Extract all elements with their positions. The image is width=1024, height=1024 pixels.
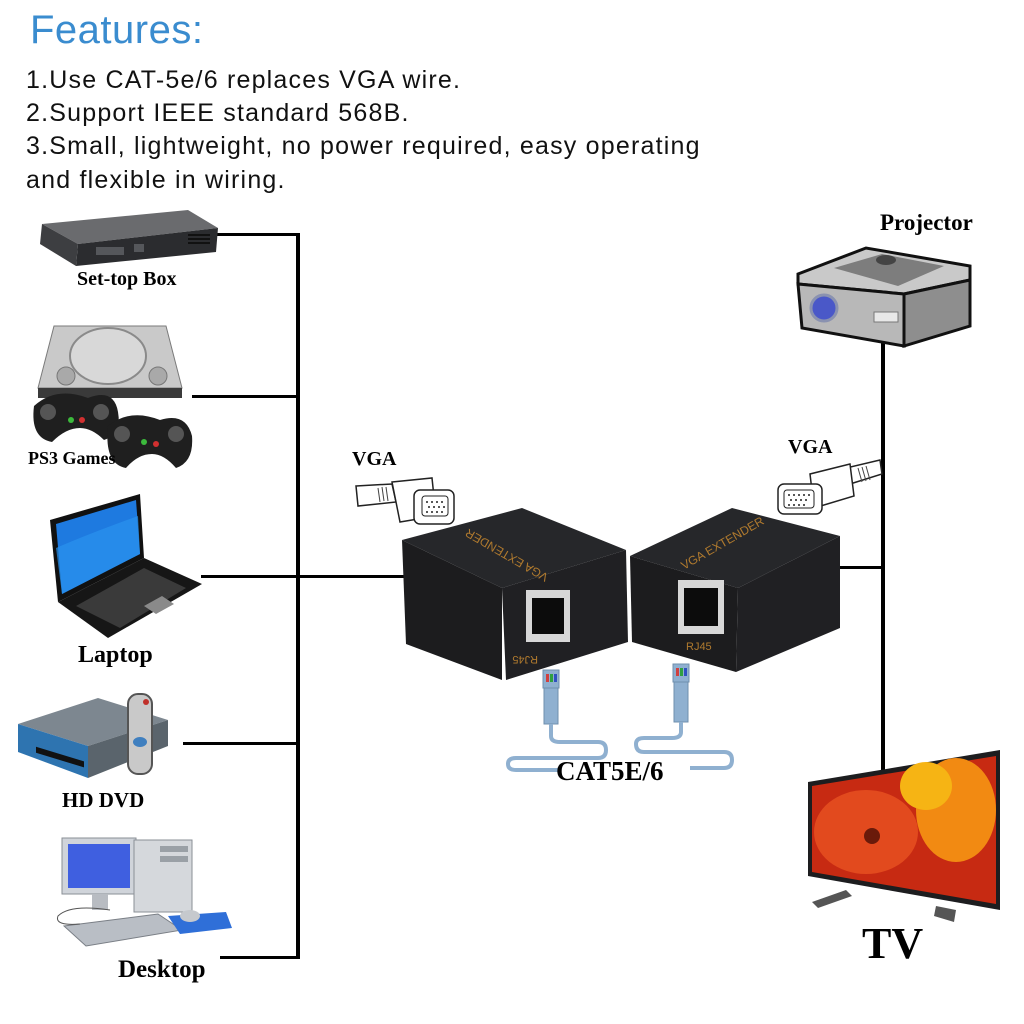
feature-item: and flexible in wiring.	[26, 166, 286, 194]
set-top-box-icon	[40, 210, 218, 266]
feature-item: 2.Support IEEE standard 568B.	[26, 99, 410, 127]
receiver-connector	[838, 566, 885, 569]
laptop-connector	[201, 575, 406, 578]
receiver-device: RJ45 VGA EXTENDER	[630, 508, 840, 672]
receiver-vga-label: VGA	[788, 436, 833, 458]
output-label-tv: TV	[862, 919, 924, 968]
network-cable-icon	[505, 663, 735, 772]
laptop-icon	[50, 494, 202, 638]
set-top-box-connector	[217, 233, 300, 236]
feature-item: 3.Small, lightweight, no power required,…	[26, 132, 701, 160]
desktop-computer-icon	[56, 837, 232, 947]
ps3-connector	[192, 395, 300, 398]
source-label-desktop: Desktop	[118, 956, 206, 983]
tv-icon	[808, 750, 1000, 922]
transmitter-vga-label: VGA	[352, 448, 397, 470]
right-bus-line	[881, 338, 885, 770]
vga-connector-icon	[777, 459, 883, 515]
cable-label: CAT5E/6	[556, 756, 664, 786]
projector-icon	[796, 246, 972, 349]
desktop-connector	[220, 956, 300, 959]
left-bus-line	[296, 233, 300, 959]
transmitter-port-label: RJ45	[512, 653, 538, 665]
source-label-laptop: Laptop	[78, 642, 153, 668]
source-label-ps3-games: PS3 Games	[28, 448, 116, 468]
output-label-projector: Projector	[880, 210, 973, 235]
receiver-port-label: RJ45	[686, 641, 712, 653]
features-title: Features:	[30, 8, 204, 52]
transmitter-device: RJ45 VGA EXTENDER	[402, 508, 628, 680]
source-label-set-top-box: Set-top Box	[77, 268, 177, 290]
dvd-player-icon	[18, 693, 168, 778]
vga-connector-icon	[355, 477, 455, 525]
hd-dvd-connector	[183, 742, 300, 745]
source-label-hd-dvd: HD DVD	[62, 788, 145, 812]
game-console-icon	[33, 325, 193, 468]
feature-item: 1.Use CAT-5e/6 replaces VGA wire.	[26, 66, 462, 94]
